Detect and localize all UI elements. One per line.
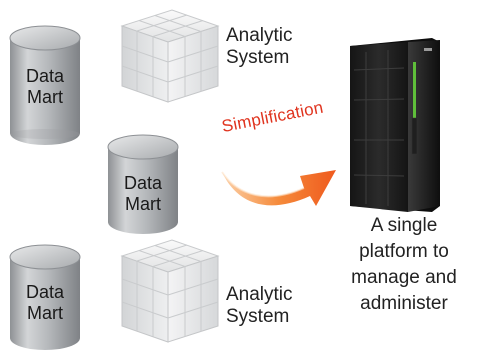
platform-caption: A single platform to manage and administ… <box>340 213 468 317</box>
analytic-system-cube-1 <box>120 9 220 103</box>
analytic-system-label-1-line1: Analytic <box>226 25 293 46</box>
data-mart-label-3-line2: Mart <box>27 303 63 323</box>
platform-caption-line2: platform to <box>359 241 449 262</box>
data-mart-label-1: Data Mart <box>15 66 75 108</box>
data-mart-label-3-line1: Data <box>25 282 65 302</box>
analytic-system-label-1: Analytic System <box>226 25 293 69</box>
analytic-system-label-2-line1: Analytic <box>226 284 293 305</box>
data-mart-label-2: Data Mart <box>113 173 173 215</box>
analytic-system-label-2-line2: System <box>226 306 290 327</box>
platform-caption-line1: A single <box>370 215 438 236</box>
analytic-system-cube-2 <box>120 239 220 343</box>
data-mart-label-1-line2: Mart <box>27 87 63 107</box>
data-mart-cylinder-3 <box>9 244 81 350</box>
platform-caption-line4: administer <box>360 293 448 314</box>
mainframe-server-image <box>350 38 440 212</box>
platform-caption-line3: manage and <box>351 267 457 288</box>
data-mart-label-1-line1: Data <box>25 66 65 86</box>
data-mart-cylinder-2 <box>107 134 179 234</box>
data-mart-label-2-line1: Data <box>123 173 163 193</box>
data-mart-label-2-line2: Mart <box>125 194 161 214</box>
simplification-arrow <box>221 170 336 206</box>
analytic-system-label-2: Analytic System <box>226 284 293 328</box>
analytic-system-label-1-line2: System <box>226 47 290 68</box>
data-mart-label-3: Data Mart <box>15 282 75 324</box>
data-mart-cylinder-1 <box>9 25 81 145</box>
